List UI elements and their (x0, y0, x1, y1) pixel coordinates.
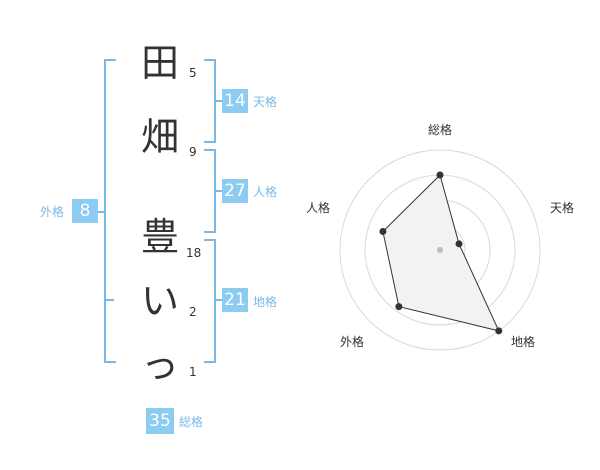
name-char: 田 (140, 41, 179, 85)
radar-point (495, 327, 503, 335)
stroke-count: 2 (189, 305, 197, 319)
chikaku-connector (214, 299, 222, 301)
soukaku-badge: 35 (146, 408, 174, 434)
stroke-count: 5 (189, 66, 197, 80)
jinkaku-badge: 27 (222, 179, 248, 203)
gaikaku-mid-tick (106, 299, 114, 301)
radar-center (437, 247, 443, 253)
name-char: っ (140, 343, 179, 387)
soukaku-label: 総格 (179, 415, 204, 429)
chikaku-label: 地格 (253, 295, 278, 309)
stroke-count: 18 (186, 246, 202, 260)
gaikaku-label: 外格 (40, 205, 65, 219)
tenkaku-label: 天格 (253, 95, 278, 109)
gaikaku-badge: 8 (72, 199, 98, 223)
radar-points (379, 171, 503, 335)
tenkaku-connector (214, 100, 222, 102)
radar-point (455, 240, 463, 248)
radar-point (436, 171, 444, 179)
tenkaku-badge: 14 (222, 89, 248, 113)
axis-label-soukaku: 総格 (428, 123, 453, 137)
gaikaku-connector (98, 211, 106, 213)
jinkaku-connector (214, 190, 222, 192)
radar-point (395, 303, 403, 311)
axis-label-tenkaku: 天格 (550, 201, 575, 215)
name-char: 畑 (140, 115, 179, 159)
radar-ring (339, 149, 541, 351)
axis-label-gaikaku: 外格 (340, 335, 365, 349)
jinkaku-label: 人格 (253, 185, 278, 199)
axis-label-chikaku: 地格 (511, 335, 536, 349)
name-char: い (140, 279, 179, 323)
chikaku-bracket (204, 239, 216, 363)
stroke-count: 9 (189, 145, 197, 159)
chikaku-badge: 21 (222, 288, 248, 312)
radar-area (382, 174, 500, 332)
stroke-count: 1 (189, 365, 197, 379)
name-char: 豊 (140, 215, 179, 259)
axis-label-jinkaku: 人格 (306, 201, 331, 215)
radar-point (379, 227, 387, 235)
